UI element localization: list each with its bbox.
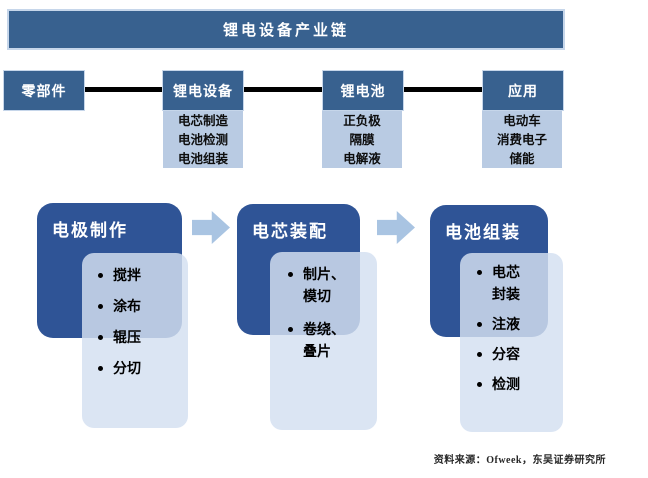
bullet-item: 分切 xyxy=(95,357,182,379)
chain-node-label: 应用 xyxy=(508,82,538,99)
chain-node-components: 零部件 xyxy=(3,70,85,111)
step-panel-pack-assembly: 电芯封装 注液 分容 检测 xyxy=(460,253,563,432)
arrow-right-icon xyxy=(377,211,415,244)
chain-node-label: 零部件 xyxy=(21,82,67,99)
bullet-item: 注液 xyxy=(474,313,530,335)
bullet-list: 搅拌 涂布 辊压 分切 xyxy=(95,264,182,379)
chain-sub-item: 储能 xyxy=(509,152,535,166)
chain-sub-item: 电动车 xyxy=(503,114,541,128)
bullet-item: 卷绕、叠片 xyxy=(285,318,353,362)
chain-node-label: 锂电池 xyxy=(340,82,386,99)
chain-connector-line xyxy=(43,87,523,92)
bullet-item: 电芯封装 xyxy=(474,261,530,305)
step-panel-cell-assembly: 制片、模切 卷绕、叠片 xyxy=(270,252,377,430)
chain-sub-item: 电解液 xyxy=(343,152,381,166)
step-title: 电极制作 xyxy=(52,221,128,240)
bullet-item: 制片、模切 xyxy=(285,263,353,307)
step-title: 电芯装配 xyxy=(252,222,328,241)
chain-sub-application: 电动车 消费电子 储能 xyxy=(482,111,562,168)
chain-node-equipment: 锂电设备 xyxy=(162,70,244,111)
chain-node-battery: 锂电池 xyxy=(322,70,404,111)
chain-sub-item: 电池检测 xyxy=(177,133,228,147)
banner: 锂电设备产业链 xyxy=(7,9,565,50)
chain-sub-battery: 正负极 隔膜 电解液 xyxy=(322,111,402,168)
chain-sub-item: 正负极 xyxy=(343,114,381,128)
bullet-list: 制片、模切 卷绕、叠片 xyxy=(285,263,371,362)
bullet-item: 辊压 xyxy=(95,326,182,348)
step-title: 电池组装 xyxy=(445,223,521,242)
bullet-item: 涂布 xyxy=(95,295,182,317)
chain-node-application: 应用 xyxy=(482,70,564,111)
bullet-item: 搅拌 xyxy=(95,264,182,286)
bullet-list: 电芯封装 注液 分容 检测 xyxy=(474,261,557,395)
bullet-item: 检测 xyxy=(474,373,530,395)
arrow-right-icon xyxy=(192,211,230,244)
source-note: 资料来源：Ofweek，东吴证券研究所 xyxy=(433,455,606,466)
chain-sub-item: 消费电子 xyxy=(496,133,547,147)
bullet-item: 分容 xyxy=(474,343,530,365)
chain-sub-equipment: 电芯制造 电池检测 电池组装 xyxy=(163,111,243,168)
chain-sub-item: 电池组装 xyxy=(177,152,228,166)
page-title: 锂电设备产业链 xyxy=(222,22,349,39)
chain-sub-item: 电芯制造 xyxy=(177,114,228,128)
step-panel-electrode: 搅拌 涂布 辊压 分切 xyxy=(82,253,188,428)
chain-sub-item: 隔膜 xyxy=(349,133,375,147)
chain-node-label: 锂电设备 xyxy=(173,82,233,99)
